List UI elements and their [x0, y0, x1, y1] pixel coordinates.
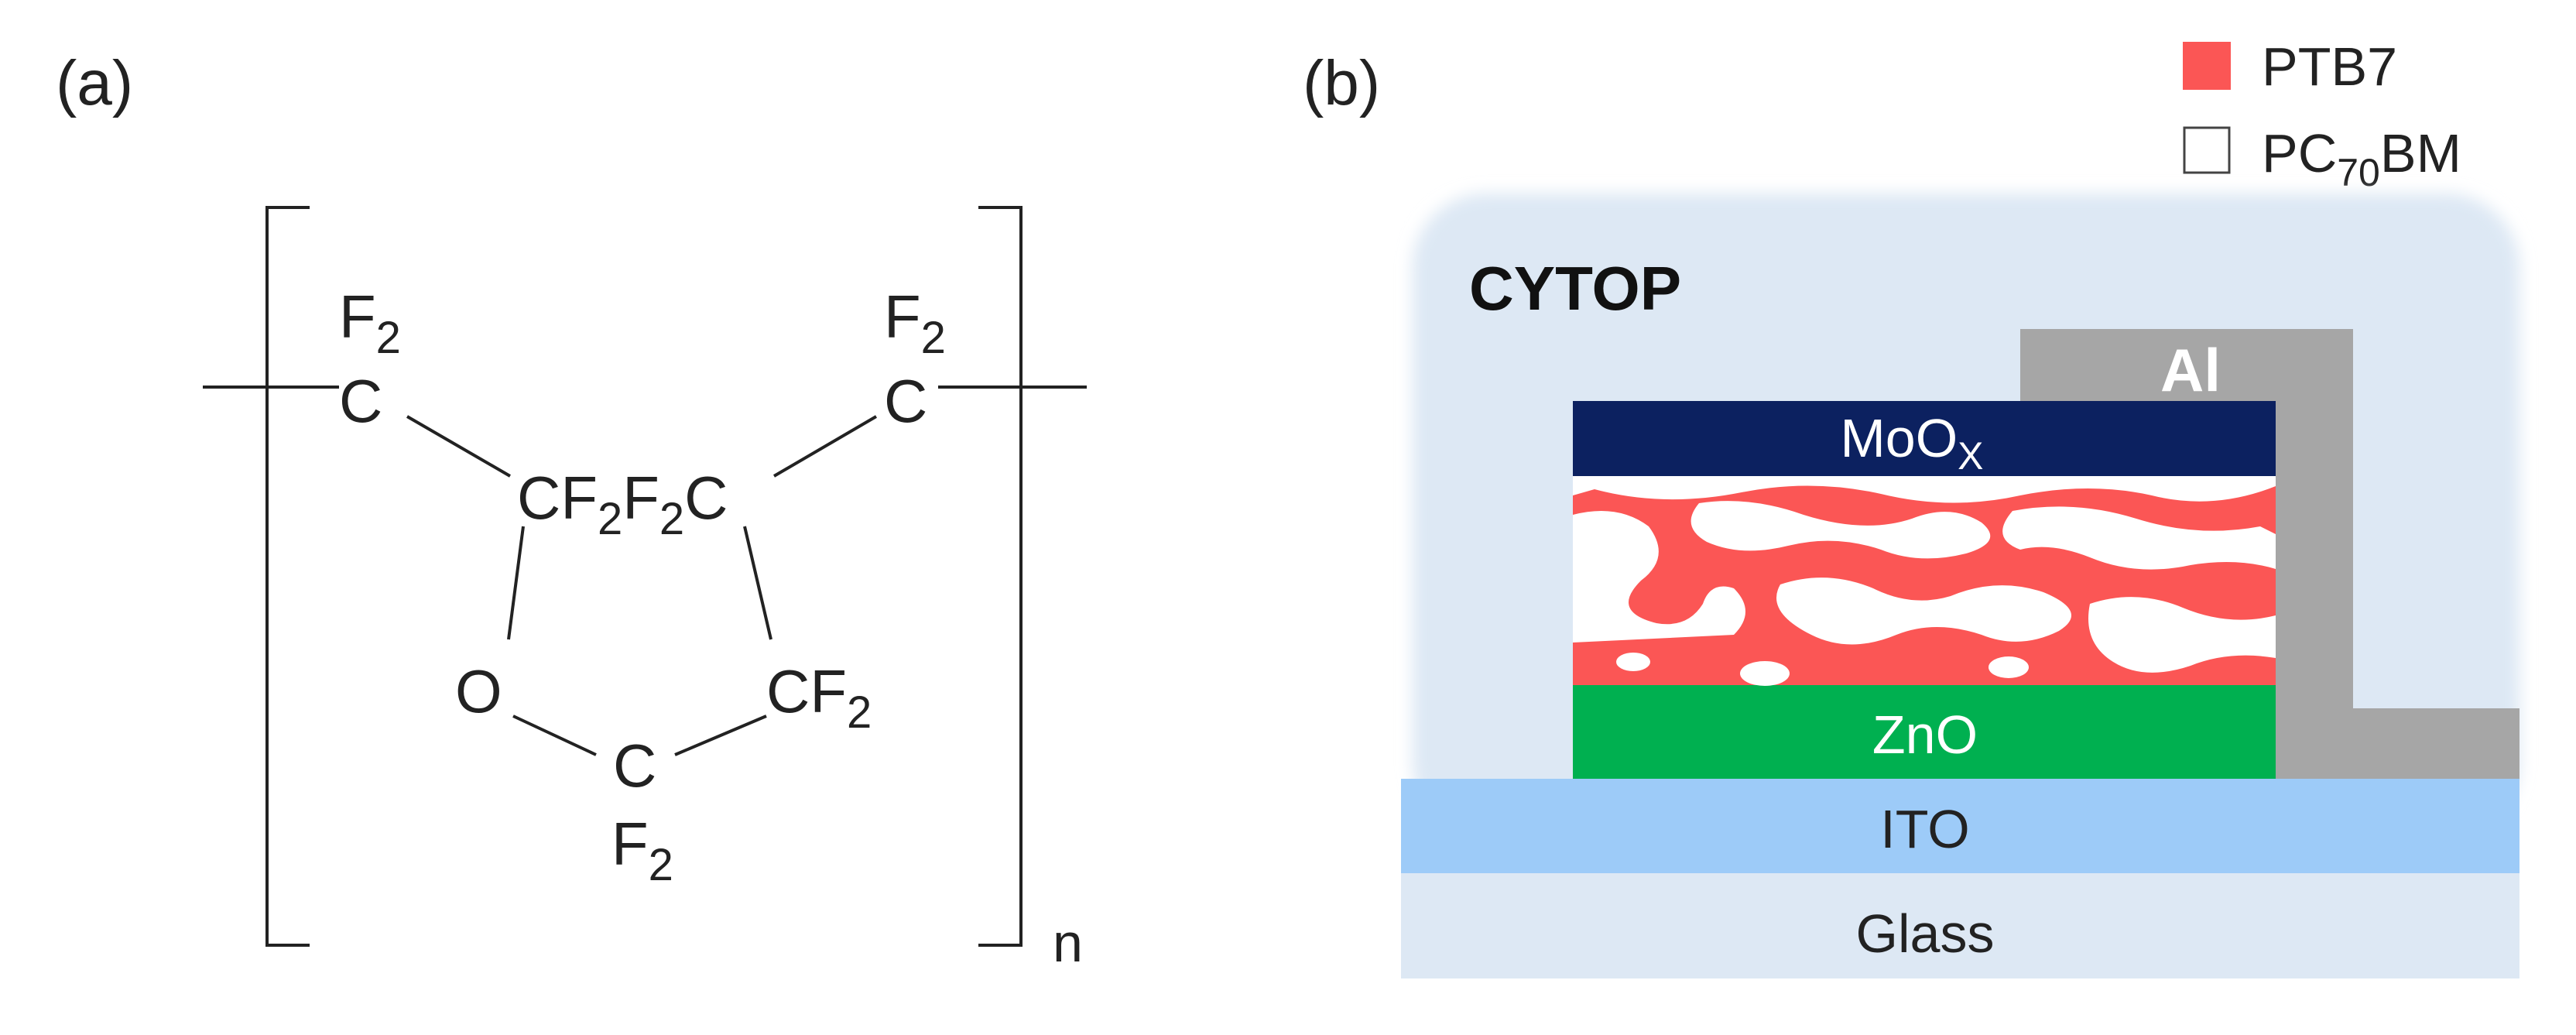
atom-o-ring: O [455, 657, 502, 725]
panel-b-label: (b) [1303, 48, 1380, 118]
ito-label: ITO [1880, 799, 1969, 859]
legend-swatch-pc70bm [2183, 126, 2231, 174]
right-bracket [978, 206, 1023, 947]
atom-cf: CF [517, 464, 598, 532]
atom-c-right: C [884, 367, 927, 435]
atom-sub: 2 [598, 494, 622, 544]
atom-f: F [611, 810, 649, 878]
atom-sub: 2 [649, 840, 673, 890]
bond-ring-left-to-o [507, 526, 525, 640]
pc70bm-domain [1573, 476, 2276, 503]
legend-swatch-ptb7 [2183, 42, 2231, 90]
atom-f2-left-top: F2 [339, 283, 401, 363]
pc70bm-domain [1573, 511, 1745, 643]
atom-c-left: C [339, 367, 382, 435]
panel-a: (a) n F2 C F2 C CF2F2C O CF2 C F2 [56, 48, 1087, 973]
bond-o-to-c [512, 715, 597, 756]
moox-main: MoO [1840, 408, 1958, 468]
panel-b: (b) PTB7 PC70BM CYTOP Glass ITO Al ZnO [1303, 36, 2519, 978]
legend-label-pc70bm: PC70BM [2262, 123, 2461, 194]
pc70bm-domain [2002, 506, 2276, 570]
glass-substrate [1401, 872, 2519, 978]
bond-ring-right-to-cf2 [743, 526, 772, 640]
atom-f: F [339, 283, 376, 351]
atom-f: F [884, 283, 921, 351]
pc70bm-domain [1989, 656, 2029, 678]
al-electrode [2020, 329, 2519, 779]
ito-layer [1401, 779, 2519, 873]
zno-label: ZnO [1872, 704, 1978, 765]
atom-sub: 2 [376, 313, 401, 363]
atom-f2-right-top: F2 [884, 283, 946, 363]
pc70bm-domain [1616, 653, 1650, 671]
atom-sub: 2 [659, 494, 684, 544]
cytop-label: CYTOP [1469, 254, 1681, 323]
bond-c-left-to-ring [406, 415, 512, 478]
panel-a-label: (a) [56, 48, 133, 118]
atom-cf2-f2c-ring-top: CF2F2C [517, 464, 728, 544]
atom-c: C [684, 464, 728, 532]
repeat-subscript: n [1053, 913, 1083, 973]
legend-sub: 70 [2337, 151, 2380, 194]
left-bracket [265, 206, 310, 947]
atom-f: F [622, 464, 659, 532]
atom-c-ring-bottom: C [613, 732, 656, 800]
moox-layer [1573, 401, 2276, 476]
active-layer [1573, 476, 2276, 686]
atom-cf: CF [766, 657, 847, 725]
moox-sub: X [1958, 434, 1983, 478]
legend-label-ptb7: PTB7 [2262, 36, 2397, 97]
pc70bm-domain [2088, 597, 2276, 673]
moox-label: MoOX [1840, 408, 1983, 478]
pc70bm-domain [1776, 577, 2071, 645]
al-label: Al [2160, 336, 2221, 404]
glass-label: Glass [1856, 903, 1995, 964]
legend-bm: BM [2380, 123, 2461, 183]
atom-sub: 2 [921, 313, 946, 363]
pc70bm-domain [1740, 661, 1790, 686]
pc70bm-domain [1690, 501, 1991, 559]
zno-layer [1573, 684, 2276, 779]
atom-f2-ring-bottom: F2 [611, 810, 673, 890]
bond-c-right-to-ring [772, 415, 878, 478]
atom-sub: 2 [847, 687, 872, 738]
legend-pc: PC [2262, 123, 2337, 183]
atom-cf2-ring-lower-right: CF2 [766, 657, 872, 738]
bond-cf2-to-c [674, 715, 767, 756]
